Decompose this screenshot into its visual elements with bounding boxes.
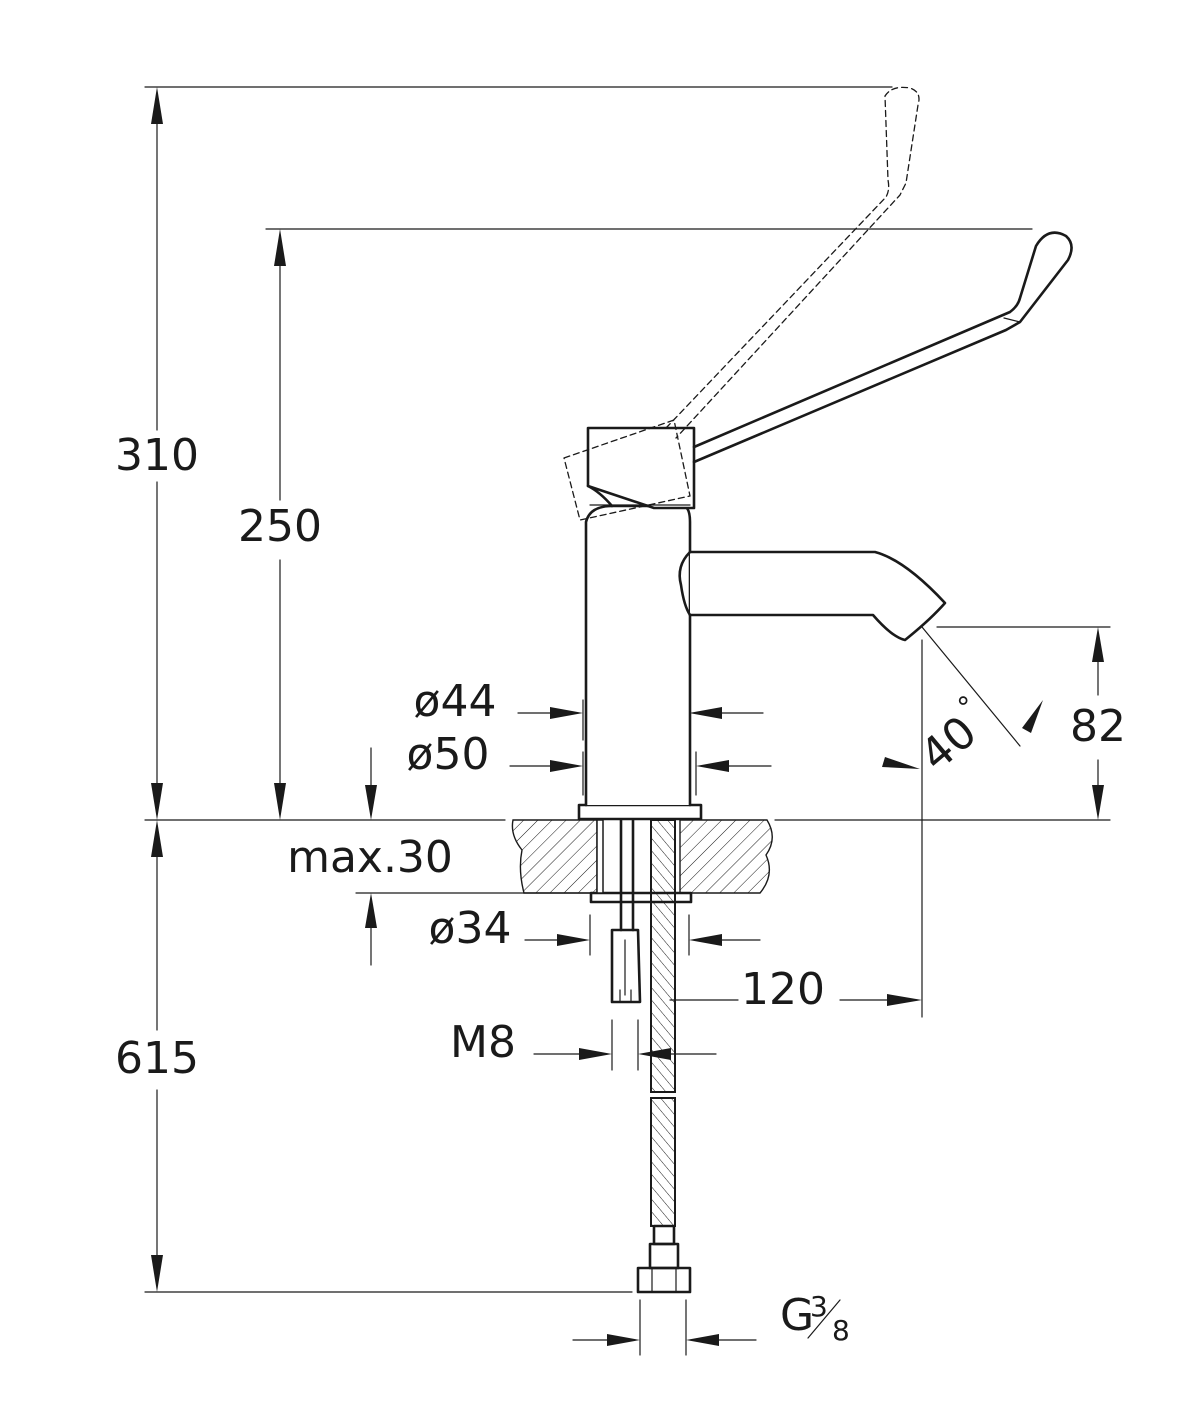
label-d44: ø44 [414, 676, 497, 727]
dimension-250: 250 [238, 229, 322, 820]
label-615: 615 [115, 1033, 199, 1084]
dimension-120: 120 [669, 964, 922, 1015]
label-d34: ø34 [429, 903, 512, 954]
lever-alternate-position [563, 86, 920, 521]
mounting-assembly [589, 818, 693, 1294]
label-82: 82 [1070, 701, 1126, 752]
label-250: 250 [238, 501, 322, 552]
label-max30: max.30 [287, 832, 453, 883]
dimension-d34: ø34 [429, 903, 761, 954]
dimension-d44: ø44 [414, 676, 764, 727]
dimension-310: 310 [115, 87, 199, 820]
dimension-g38: G 3 8 [572, 1290, 850, 1347]
label-g: G [780, 1290, 814, 1341]
dimension-615: 615 [115, 820, 199, 1292]
dimension-max30: max.30 [287, 747, 453, 966]
label-120: 120 [741, 964, 825, 1015]
dimension-angle: 40 ° [882, 689, 1043, 781]
dimension-82: 82 [1070, 627, 1126, 820]
label-310: 310 [115, 430, 199, 481]
countertop-section [511, 819, 773, 894]
dimension-m8: M8 [450, 1017, 717, 1068]
label-g-numerator: 3 [810, 1290, 828, 1323]
dimension-d50: ø50 [407, 729, 772, 780]
faucet-body [577, 231, 1073, 821]
label-d50: ø50 [407, 729, 490, 780]
label-g-denominator: 8 [832, 1314, 850, 1347]
label-m8: M8 [450, 1017, 516, 1068]
